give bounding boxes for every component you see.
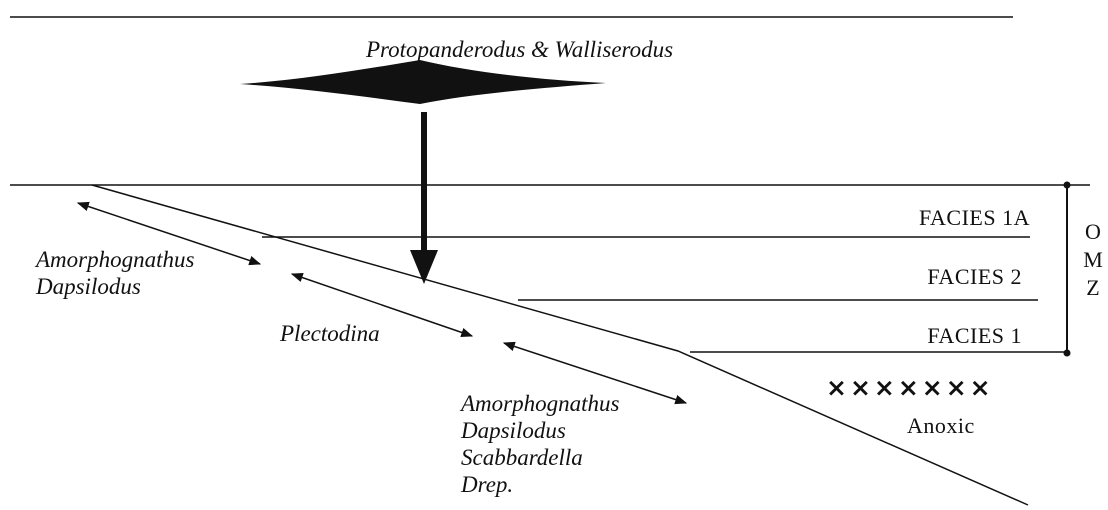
upper-taxon: Amorphognathus (36, 246, 194, 273)
lower-slope-taxa: Amorphognathus Dapsilodus Scabbardella D… (461, 390, 619, 498)
lower-taxon: Drep. (461, 471, 619, 498)
omz-letter: O (1081, 218, 1105, 246)
omz-letter: Z (1081, 274, 1105, 302)
upper-taxon: Dapsilodus (36, 273, 194, 300)
anoxic-marks: ××××××× (826, 374, 994, 402)
omz-letter: M (1081, 246, 1105, 274)
omz-label: O M Z (1081, 218, 1105, 302)
facies-label: FACIES 1 (927, 324, 1022, 348)
middle-slope-taxon: Plectodina (280, 321, 380, 346)
omz-bracket-top-dot (1064, 182, 1071, 189)
facies-label: FACIES 1A (919, 206, 1030, 230)
lower-taxon: Scabbardella (461, 444, 619, 471)
upper-slope-taxa: Amorphognathus Dapsilodus (36, 246, 194, 300)
facies-label: FACIES 2 (927, 265, 1022, 289)
lower-taxon: Amorphognathus (461, 390, 619, 417)
lower-taxon: Dapsilodus (461, 417, 619, 444)
anoxic-label: Anoxic (907, 414, 975, 438)
omz-bracket-bottom-dot (1064, 350, 1071, 357)
pelagic-taxa-label: Protopanderodus & Walliserodus (366, 37, 673, 62)
pelagic-lens (240, 60, 606, 104)
